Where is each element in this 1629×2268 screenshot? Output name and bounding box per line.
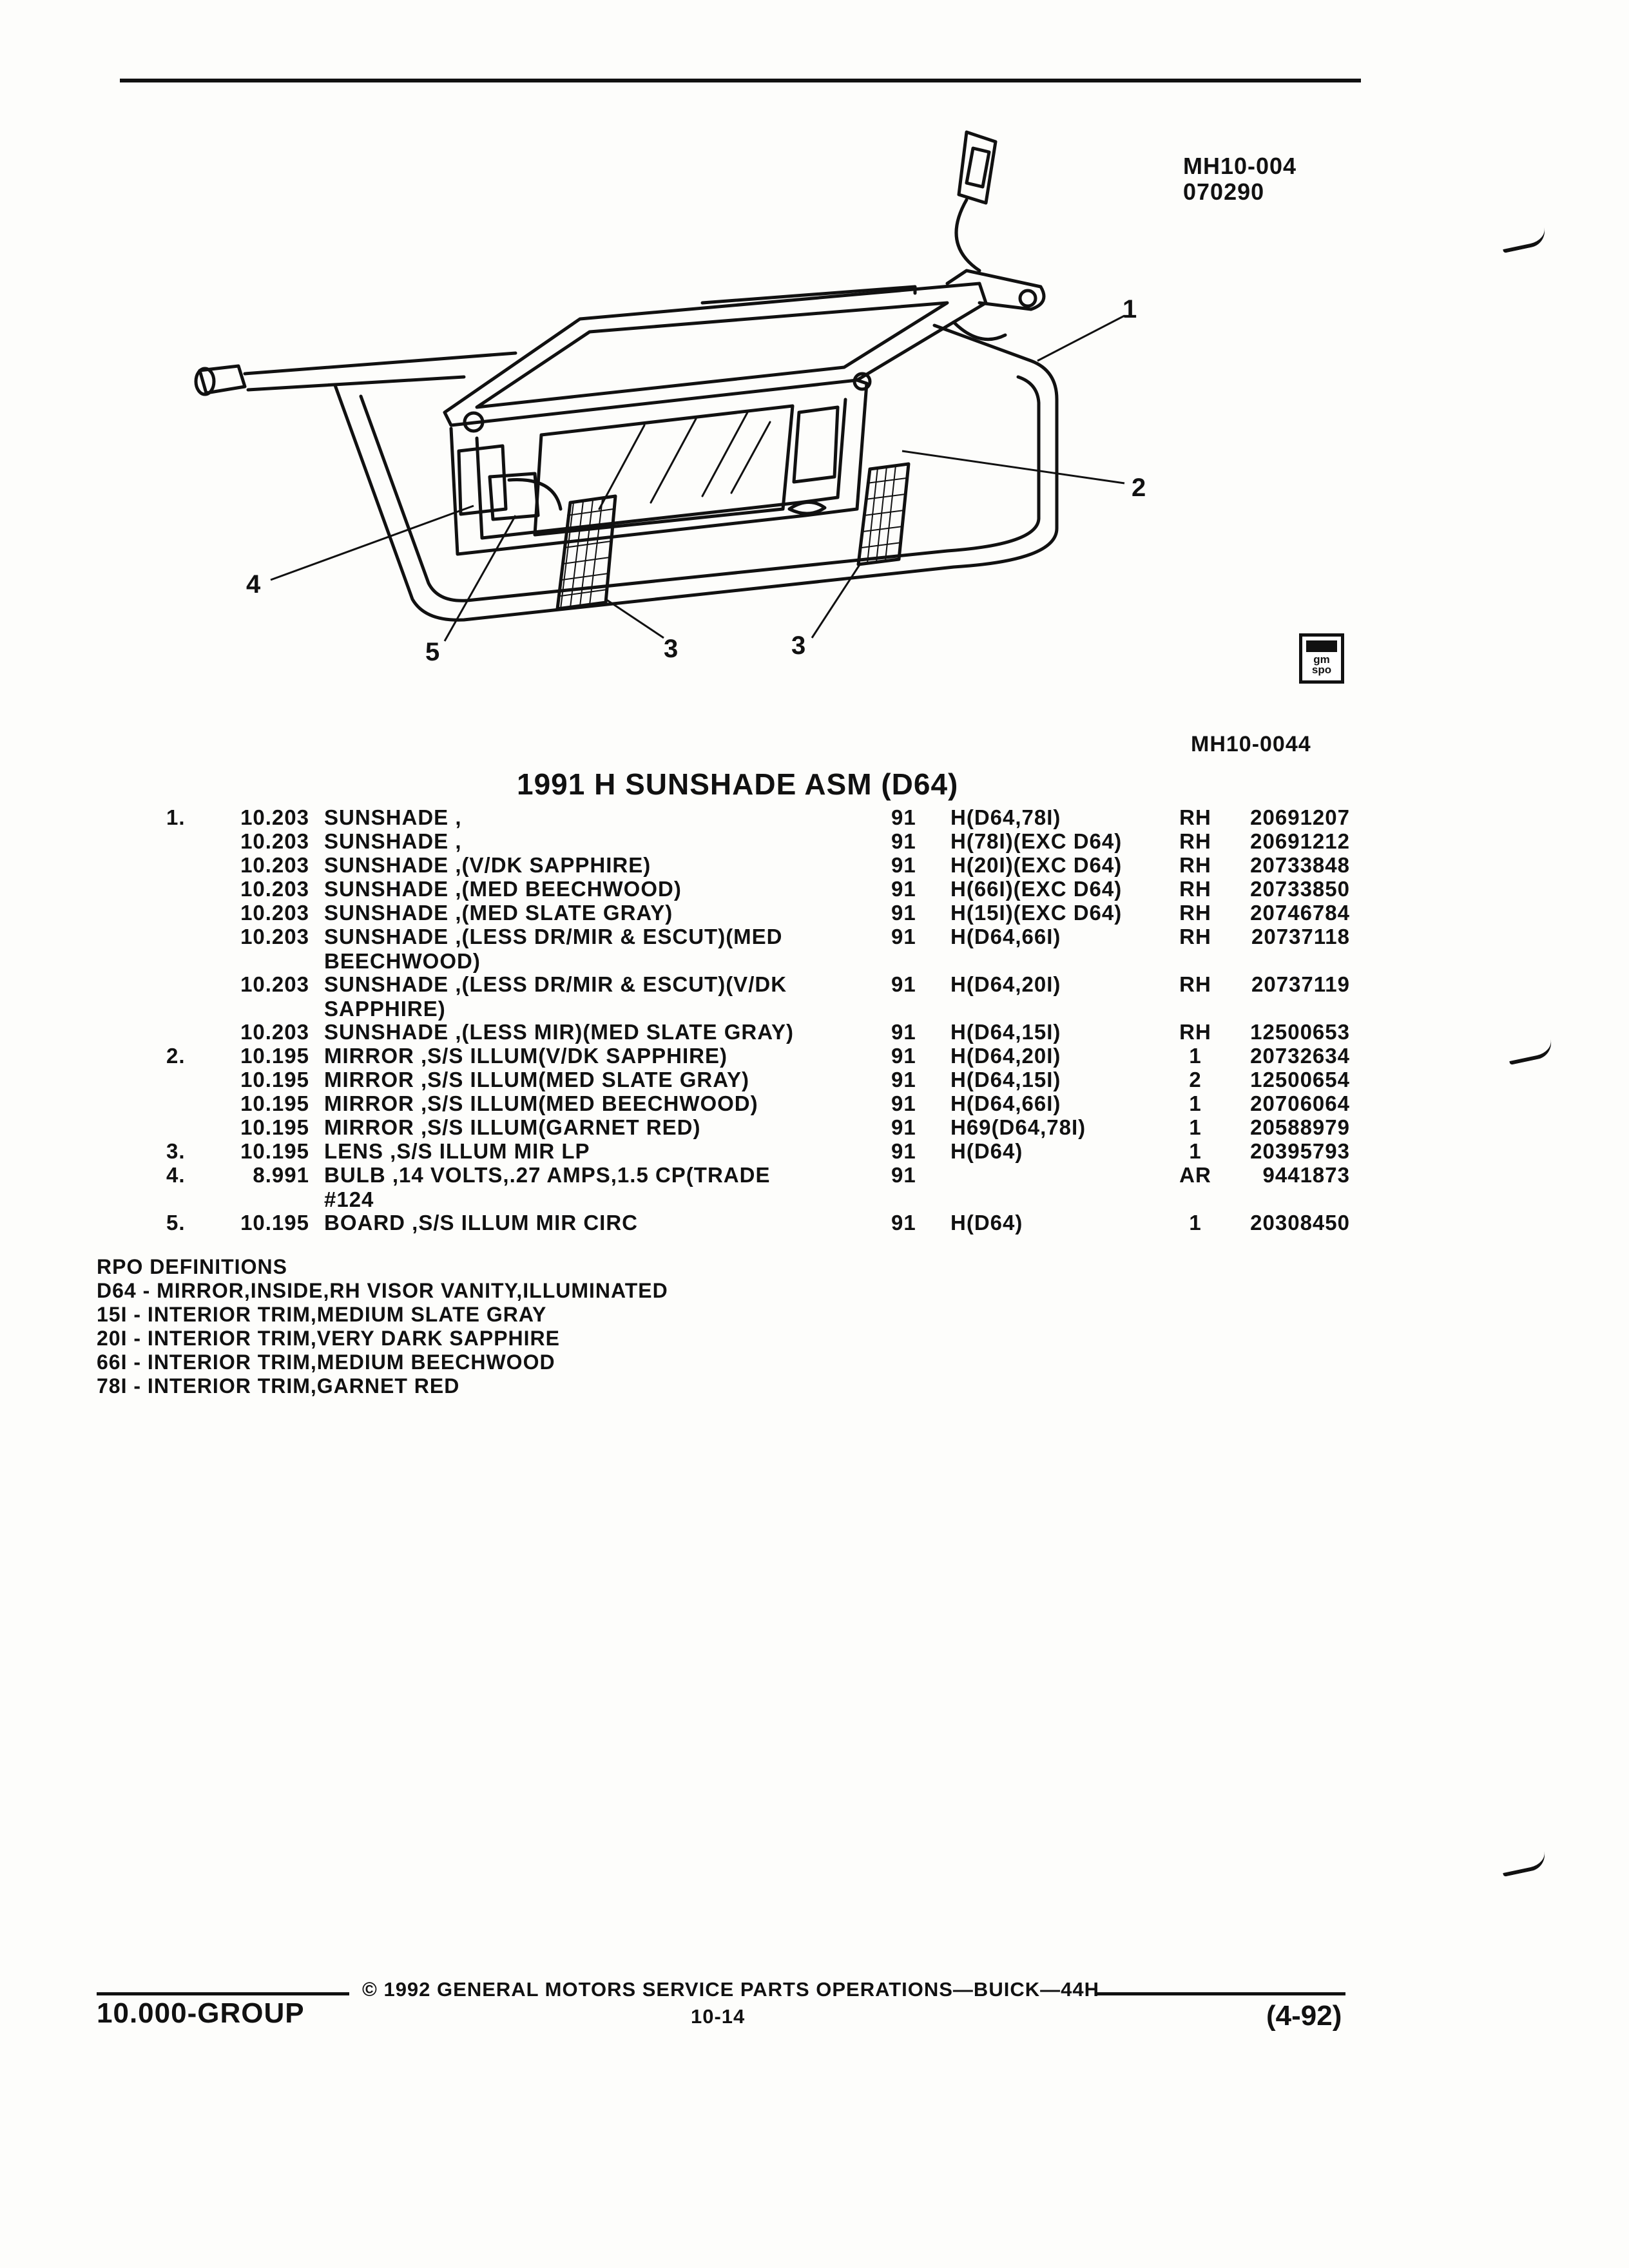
footer-rule-right xyxy=(1095,1992,1345,1995)
revision-date: (4-92) xyxy=(1266,2000,1342,2032)
illustration-code: MH10-004 xyxy=(1183,153,1297,179)
group-label: 10.000-GROUP xyxy=(97,1997,305,2029)
sunshade-illustration xyxy=(194,130,1125,642)
rpo-line: 15I - INTERIOR TRIM,MEDIUM SLATE GRAY xyxy=(97,1303,547,1326)
margin-mark xyxy=(1500,1851,1548,1877)
rpo-line: 20I - INTERIOR TRIM,VERY DARK SAPPHIRE xyxy=(97,1327,560,1350)
callout-2: 2 xyxy=(1132,474,1146,502)
copyright: © 1992 GENERAL MOTORS SERVICE PARTS OPER… xyxy=(362,1978,1099,2001)
page-number: 10-14 xyxy=(691,2005,746,2028)
margin-mark xyxy=(1507,1039,1554,1065)
callout-3: 3 xyxy=(664,635,679,663)
rpo-line: 78I - INTERIOR TRIM,GARNET RED xyxy=(97,1374,460,1398)
callout-5: 5 xyxy=(425,638,440,666)
callout-3: 3 xyxy=(791,631,806,660)
footer-rule-left xyxy=(97,1992,349,1995)
rpo-line: 66I - INTERIOR TRIM,MEDIUM BEECHWOOD xyxy=(97,1350,555,1374)
rpo-heading: RPO DEFINITIONS xyxy=(97,1255,287,1278)
rpo-line: D64 - MIRROR,INSIDE,RH VISOR VANITY,ILLU… xyxy=(97,1279,668,1302)
rpo-definitions: RPO DEFINITIONS D64 - MIRROR,INSIDE,RH V… xyxy=(97,1255,668,1398)
gm-spo-logo: gm spo xyxy=(1299,633,1344,684)
callout-4: 4 xyxy=(246,570,261,599)
callout-1: 1 xyxy=(1123,295,1137,323)
illustration-ref-code: MH10-0044 xyxy=(1191,732,1311,756)
top-rule xyxy=(120,79,1361,82)
illustration-date-code: 070290 xyxy=(1183,178,1265,205)
section-title: 1991 H SUNSHADE ASM (D64) xyxy=(517,767,959,801)
